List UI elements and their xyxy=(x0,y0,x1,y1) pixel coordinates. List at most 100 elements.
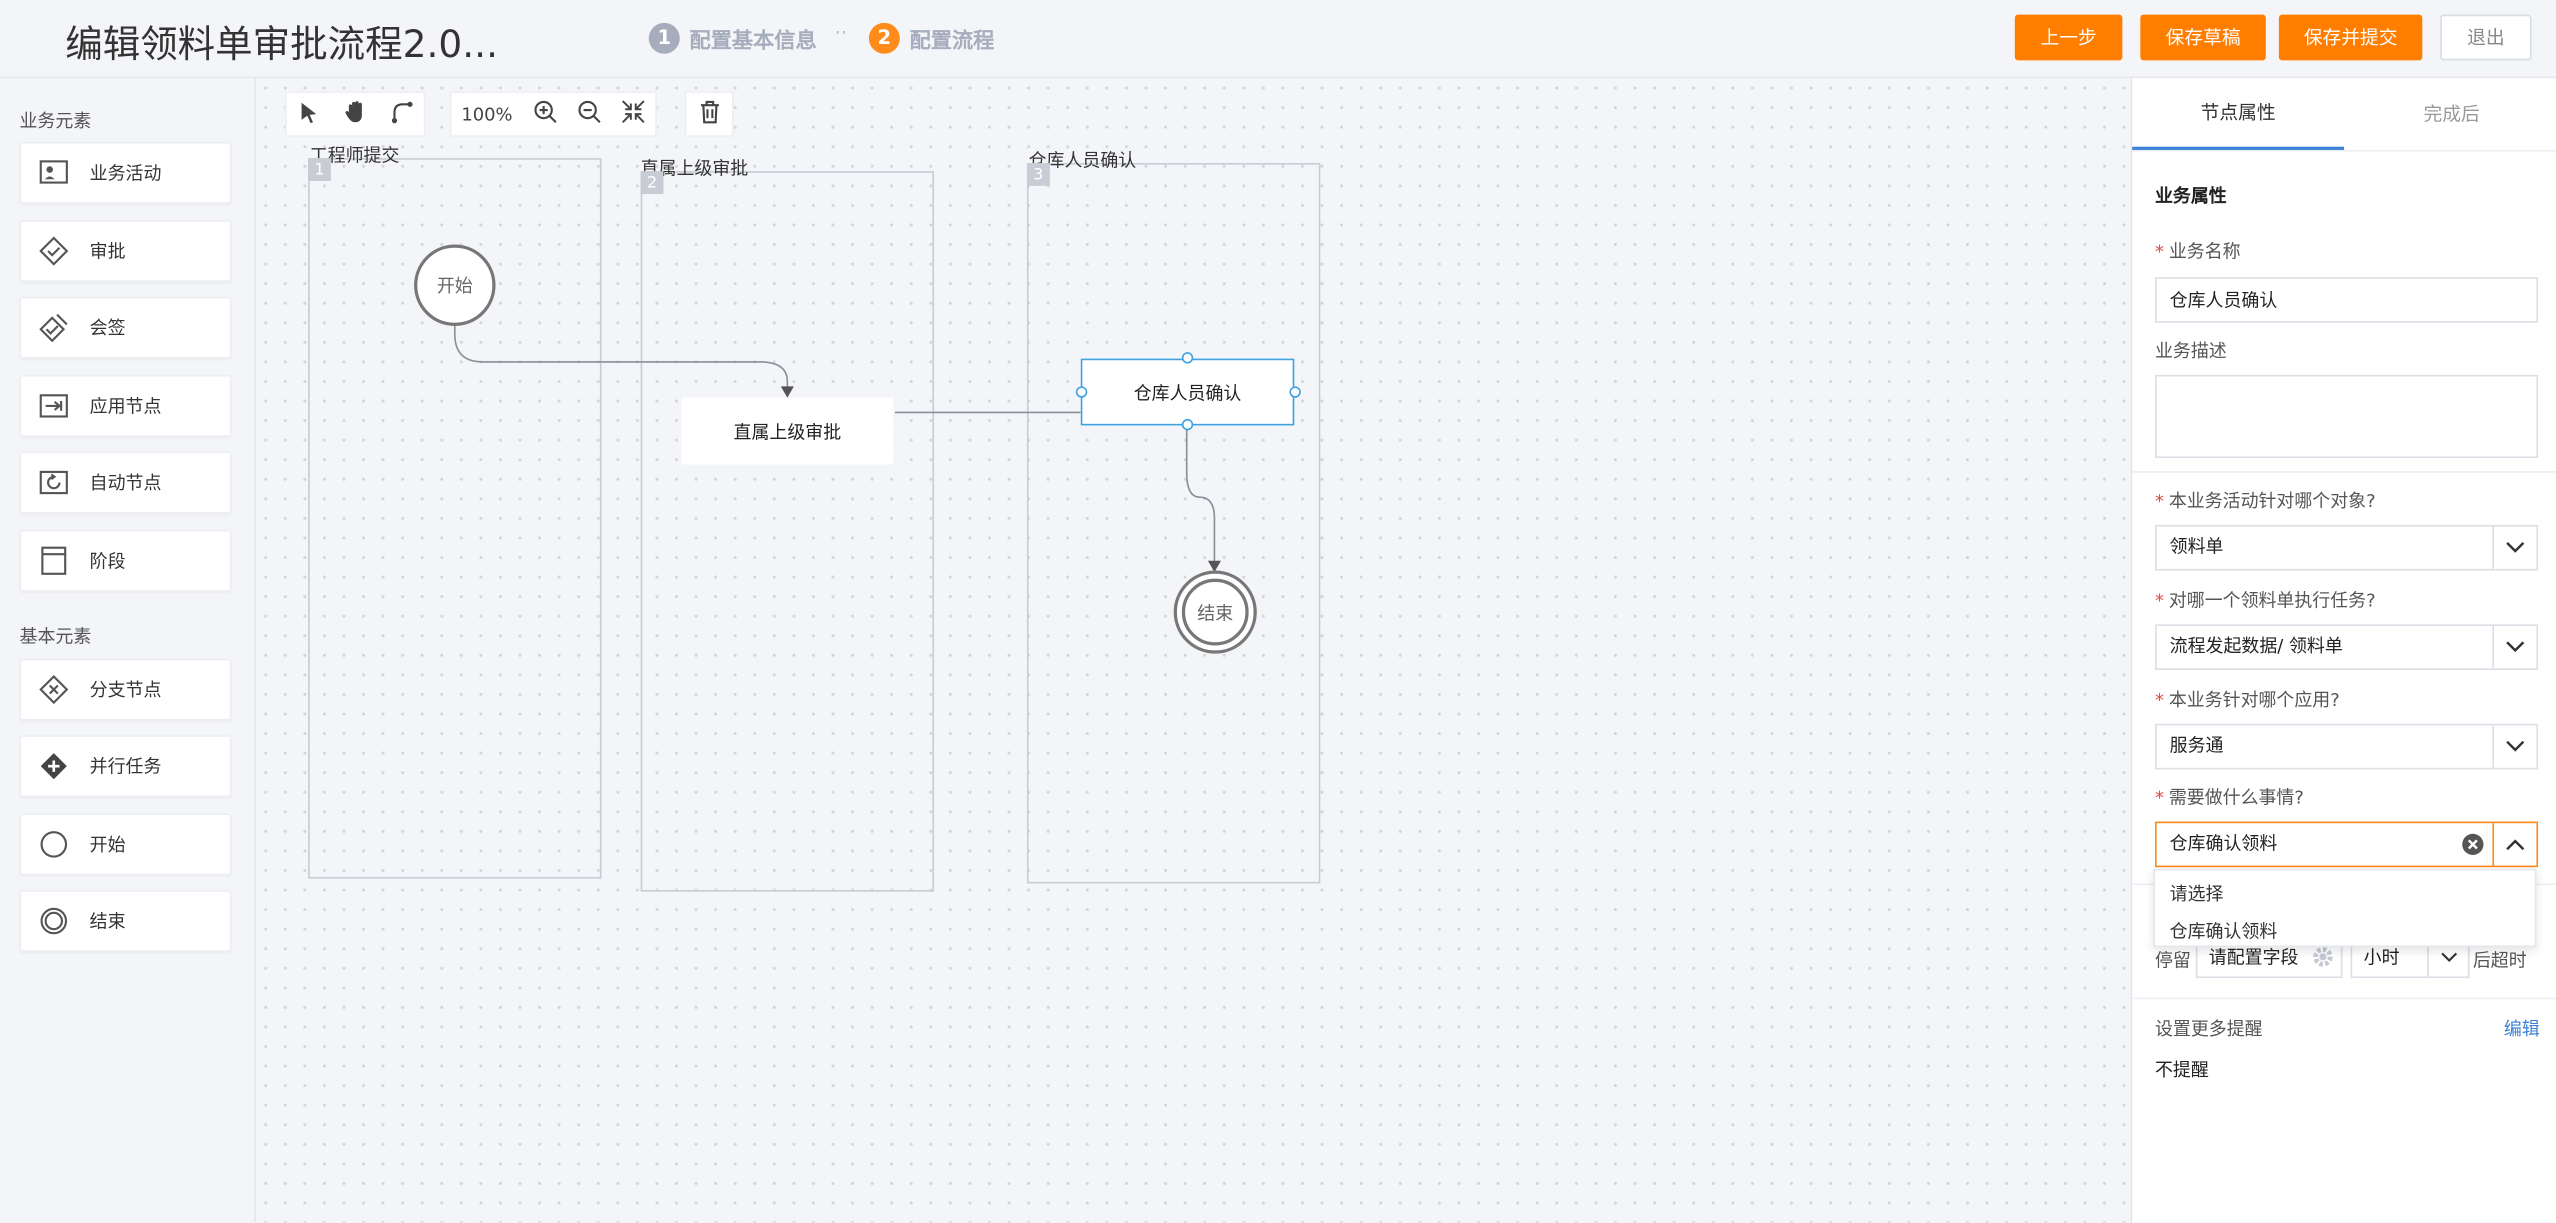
palette-item-auto-node[interactable]: 自动节点 xyxy=(19,451,232,514)
step-label: 配置基本信息 xyxy=(689,28,817,53)
palette-item-label: 会签 xyxy=(89,317,126,340)
stay-field-value: 请配置字段 xyxy=(2208,947,2299,969)
swimlane-warehouse-confirm[interactable] xyxy=(1026,163,1321,884)
palette-item-end[interactable]: 结束 xyxy=(19,890,232,952)
select-value: 服务通 xyxy=(2169,735,2224,757)
business-name-input[interactable]: 仓库人员确认 xyxy=(2154,277,2539,323)
palette-item-countersign[interactable]: 会签 xyxy=(19,296,232,359)
flow-canvas[interactable] xyxy=(255,78,2131,1223)
select-value: 领料单 xyxy=(2169,536,2224,558)
parallel-icon xyxy=(37,750,70,783)
delete-button[interactable] xyxy=(686,93,732,135)
lane-title: 仓库人员确认 xyxy=(1028,149,1137,172)
palette-item-label: 业务活动 xyxy=(89,163,162,185)
zoom-in-icon xyxy=(532,99,556,128)
stay-label: 停留 xyxy=(2154,950,2191,972)
select-tool-button[interactable] xyxy=(287,93,333,135)
start-circle-icon xyxy=(37,828,70,861)
step-basic-info[interactable]: 1 配置基本信息 xyxy=(648,21,817,54)
connection-handle-left[interactable] xyxy=(1075,386,1088,398)
warehouse-confirm-node[interactable]: 仓库人员确认 xyxy=(1080,358,1295,426)
gear-icon[interactable] xyxy=(2311,945,2334,973)
palette-item-branch[interactable]: 分支节点 xyxy=(19,658,232,721)
palette-item-stage[interactable]: 阶段 xyxy=(19,529,232,592)
palette-item-start[interactable]: 开始 xyxy=(19,813,232,876)
step-configure-flow[interactable]: 2 配置流程 xyxy=(868,21,994,54)
palette-item-label: 并行任务 xyxy=(89,756,162,778)
todo-dropdown-menu: 请选择 仓库确认领料 xyxy=(2153,868,2537,948)
stage-icon xyxy=(37,544,70,577)
chevron-down-icon[interactable] xyxy=(2427,937,2468,977)
chevron-up-icon[interactable] xyxy=(2492,823,2536,866)
palette-item-parallel[interactable]: 并行任务 xyxy=(19,735,232,798)
zoom-out-button[interactable] xyxy=(567,93,611,135)
exit-button[interactable]: 退出 xyxy=(2440,14,2532,61)
zoom-level: 100% xyxy=(461,103,513,125)
connection-handle-top[interactable] xyxy=(1181,352,1194,364)
properties-panel: 节点属性 完成后 业务属性 *业务名称 仓库人员确认 业务描述 *本业务活动针对… xyxy=(2130,78,2556,1223)
select-value: 流程发起数据/ 领料单 xyxy=(2169,635,2343,657)
connection-handle-bottom[interactable] xyxy=(1181,418,1194,431)
start-node[interactable]: 开始 xyxy=(414,244,496,327)
activity-icon xyxy=(37,156,70,189)
app-label-text: 本业务针对哪个应用? xyxy=(2168,689,2340,711)
branch-icon xyxy=(37,673,70,706)
header-bar: 编辑领料单审批流程2.0... 1 配置基本信息 ·· 2 配置流程 上一步 保… xyxy=(0,0,2556,79)
reminder-label: 设置更多提醒 xyxy=(2154,1018,2263,1041)
lane-title: 工程师提交 xyxy=(309,145,400,167)
dropdown-option[interactable]: 请选择 xyxy=(2169,883,2224,905)
zoom-out-icon xyxy=(577,99,601,128)
end-node-label: 结束 xyxy=(1197,602,1234,624)
chevron-down-icon[interactable] xyxy=(2492,625,2536,669)
save-submit-button[interactable]: 保存并提交 xyxy=(2278,14,2423,61)
time-unit-value: 小时 xyxy=(2363,947,2400,969)
chevron-down-icon[interactable] xyxy=(2492,526,2536,569)
connection-handle-right[interactable] xyxy=(1289,386,1301,398)
countersign-icon xyxy=(37,311,70,344)
object-select[interactable]: 领料单 xyxy=(2154,524,2539,571)
app-select[interactable]: 服务通 xyxy=(2154,723,2539,770)
delete-group xyxy=(684,91,734,137)
target-select[interactable]: 流程发起数据/ 领料单 xyxy=(2154,624,2539,670)
tab-node-properties[interactable]: 节点属性 xyxy=(2132,78,2345,150)
pointer-icon xyxy=(300,100,320,128)
swimlane-supervisor-approve[interactable] xyxy=(640,171,935,892)
approve-icon xyxy=(37,235,70,268)
zoom-in-button[interactable] xyxy=(522,93,566,135)
fit-view-button[interactable] xyxy=(611,93,655,135)
todo-label: *需要做什么事情? xyxy=(2155,784,2304,810)
name-label: *业务名称 xyxy=(2155,238,2241,264)
palette-item-activity[interactable]: 业务活动 xyxy=(19,141,232,204)
business-desc-textarea[interactable] xyxy=(2154,374,2539,459)
connect-tool-button[interactable] xyxy=(378,93,424,135)
tab-after-completion[interactable]: 完成后 xyxy=(2423,102,2480,126)
chevron-down-icon[interactable] xyxy=(2492,725,2536,768)
todo-label-text: 需要做什么事情? xyxy=(2168,787,2304,809)
hand-tool-button[interactable] xyxy=(333,93,379,135)
clear-icon[interactable] xyxy=(2461,833,2484,861)
approve-node[interactable]: 直属上级审批 xyxy=(681,397,894,465)
select-value: 仓库确认领料 xyxy=(2169,832,2278,855)
timeout-label: 后超时 xyxy=(2472,950,2527,972)
palette-item-app-node[interactable]: 应用节点 xyxy=(19,374,232,437)
lane-number: 1 xyxy=(308,158,331,181)
lane-number: 3 xyxy=(1026,163,1050,186)
palette-item-label: 应用节点 xyxy=(89,396,162,418)
end-node[interactable]: 结束 xyxy=(1173,570,1257,654)
end-circle-icon xyxy=(37,905,70,938)
element-palette: 业务元素 业务活动 审批 会签 应用节点 自动节点 阶段 基本元素 分支节点 并… xyxy=(0,78,256,1223)
object-label: *本业务活动针对哪个对象? xyxy=(2155,487,2376,513)
basic-elements-title: 基本元素 xyxy=(19,625,92,648)
edit-reminder-link[interactable]: 编辑 xyxy=(2503,1018,2540,1041)
hand-icon xyxy=(343,99,367,128)
todo-select[interactable]: 仓库确认领料 xyxy=(2154,821,2539,868)
swimlane-engineer-submit[interactable] xyxy=(308,158,602,879)
prev-step-button[interactable]: 上一步 xyxy=(2014,14,2123,61)
collapse-arrows-icon xyxy=(621,99,645,128)
target-label: *对哪一个领料单执行任务? xyxy=(2155,587,2376,613)
save-draft-button[interactable]: 保存草稿 xyxy=(2140,14,2266,61)
palette-item-approve[interactable]: 审批 xyxy=(19,220,232,283)
required-mark: * xyxy=(2154,590,2164,612)
dropdown-option[interactable]: 仓库确认领料 xyxy=(2169,921,2278,943)
